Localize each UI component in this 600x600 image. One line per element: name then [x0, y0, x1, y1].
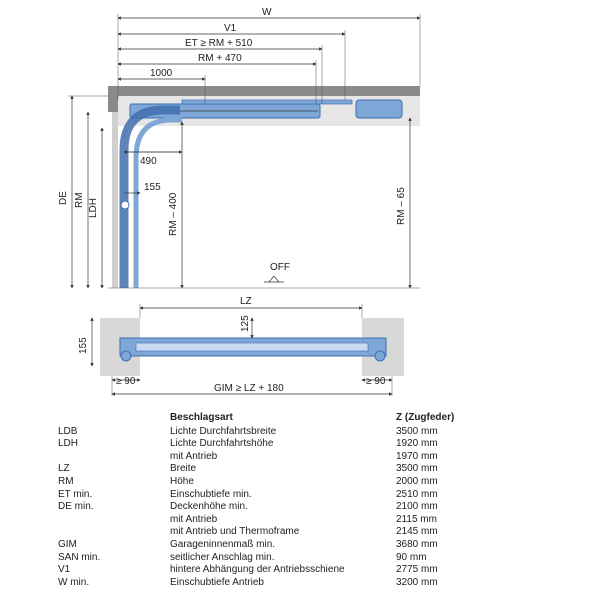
row-description: Deckenhöhe min. [170, 501, 248, 513]
dim-san-right-label: ≥ 90 [366, 376, 386, 387]
row-value: 1920 mm [396, 438, 438, 450]
plan-right-roller [374, 350, 386, 362]
specification-table: Beschlagsart Z (Zugfeder) LDB Lichte Durc… [58, 412, 478, 589]
row-code [58, 451, 170, 464]
row-value: 1970 mm [396, 450, 438, 462]
row-description: mit Antrieb und Thermoframe [170, 526, 300, 538]
operator-rail [181, 99, 353, 105]
row-code: LZ [58, 463, 70, 475]
row-description: Lichte Durchfahrtshöhe [170, 438, 274, 450]
side-wall [112, 112, 118, 288]
row-code: RM [58, 475, 74, 487]
header-beschlagsart: Beschlagsart [170, 412, 233, 423]
table-row: mit Antrieb und Thermoframe 2145 mm [58, 526, 478, 539]
row-code: LDH [58, 438, 79, 450]
table-row: LDB Lichte Durchfahrtsbreite 3500 mm [58, 426, 478, 439]
dim-rm65-label: RM – 65 [396, 187, 407, 225]
dim-155b-label: 155 [78, 337, 89, 354]
side-view [108, 86, 420, 289]
table-row: GIM Garageninnenmaß min. 3680 mm [58, 539, 478, 552]
row-code: SAN min. [58, 551, 101, 563]
table-row: W min. Einschubtiefe Antrieb 3200 mm [58, 577, 478, 590]
top-dimensions: W V1 ET ≥ RM + 510 RM + 470 1000 [117, 7, 421, 104]
row-description: Lichte Durchfahrtsbreite [170, 425, 277, 437]
row-value: 2145 mm [396, 526, 438, 538]
row-description: Einschubtiefe min. [170, 488, 252, 500]
plan-door-inner [135, 342, 369, 352]
row-description: mit Antrieb [170, 450, 218, 462]
dim-rm-label: RM [74, 192, 85, 208]
row-code [58, 526, 170, 539]
dim-1000-label: 1000 [150, 68, 173, 79]
row-code: W min. [58, 576, 90, 588]
row-code: GIM [58, 538, 77, 550]
row-code [58, 514, 170, 527]
row-value: 3500 mm [396, 425, 438, 437]
dim-gim-label: GIM ≥ LZ + 180 [214, 383, 284, 394]
row-value: 90 mm [396, 551, 427, 563]
table-row: LDH Lichte Durchfahrtshöhe 1920 mm [58, 438, 478, 451]
table-row: mit Antrieb 2115 mm [58, 514, 478, 527]
row-code: DE min. [58, 501, 94, 513]
row-description: Breite [170, 463, 197, 475]
table-row: SAN min. seitlicher Anschlag min. 90 mm [58, 552, 478, 565]
ceiling-slab [108, 86, 420, 96]
row-value: 3500 mm [396, 463, 438, 475]
row-code: ET min. [58, 488, 93, 500]
row-description: Garageninnenmaß min. [170, 538, 276, 550]
plan-left-roller [120, 350, 132, 362]
dim-w-label: W [262, 7, 272, 18]
dim-san-left-label: ≥ 90 [116, 376, 136, 387]
row-description: Einschubtiefe Antrieb [170, 576, 264, 588]
row-code: V1 [58, 564, 71, 576]
table-row: RM Höhe 2000 mm [58, 476, 478, 489]
row-description: Höhe [170, 475, 194, 487]
row-value: 2100 mm [396, 501, 438, 513]
dim-et-label: ET ≥ RM + 510 [185, 38, 253, 49]
dim-rm470-label: RM + 470 [198, 53, 242, 64]
row-value: 2775 mm [396, 564, 438, 576]
table-body: LDB Lichte Durchfahrtsbreite 3500 mm LDH Lic… [58, 426, 478, 590]
row-code: LDB [58, 425, 78, 437]
row-description: hintere Abhängung der Antriebsschiene [170, 564, 345, 576]
table-row: DE min. Deckenhöhe min. 2100 mm [58, 501, 478, 514]
dim-155-label: 155 [144, 182, 161, 193]
dim-rm400-label: RM – 400 [168, 192, 179, 236]
off-label: OFF [270, 262, 290, 273]
row-description: mit Antrieb [170, 513, 218, 525]
table-row: mit Antrieb 1970 mm [58, 451, 478, 464]
off-marker [264, 275, 284, 283]
row-value: 3680 mm [396, 538, 438, 550]
table-header-row: Beschlagsart Z (Zugfeder) [58, 412, 478, 426]
row-value: 2115 mm [396, 513, 437, 525]
table-row: ET min. Einschubtiefe min. 2510 mm [58, 489, 478, 502]
garage-door-technical-drawing: W V1 ET ≥ RM + 510 RM + 470 1000 DE RM L… [58, 7, 421, 396]
header-code [58, 412, 170, 426]
row-value: 2510 mm [396, 488, 438, 500]
dim-490-label: 490 [140, 156, 157, 167]
inner-dimensions: 490 155 RM – 400 RM – 65 OFF [123, 117, 412, 289]
dim-ldh-label: LDH [88, 198, 99, 218]
header-zugfeder: Z (Zugfeder) [396, 412, 455, 423]
table-row: V1 hintere Abhängung der Antriebsschiene 2… [58, 564, 478, 577]
operator-head [355, 99, 403, 119]
table-row: LZ Breite 3500 mm [58, 463, 478, 476]
dim-v1-label: V1 [224, 23, 237, 34]
row-value: 3200 mm [396, 576, 438, 588]
lintel-wall [108, 96, 118, 112]
dim-125-label: 125 [240, 315, 251, 332]
left-dimensions: DE RM LDH [58, 95, 108, 289]
row-description: seitlicher Anschlag min. [170, 551, 275, 563]
door-track-curve [133, 117, 182, 288]
plan-view: LZ 125 155 ≥ 90 ≥ 90 GIM ≥ LZ + 180 [78, 296, 404, 396]
row-value: 2000 mm [396, 475, 438, 487]
spring-roller [120, 200, 130, 210]
door-panel-curve [119, 105, 180, 288]
dim-lz-label: LZ [240, 296, 252, 307]
dim-de-label: DE [58, 191, 69, 205]
